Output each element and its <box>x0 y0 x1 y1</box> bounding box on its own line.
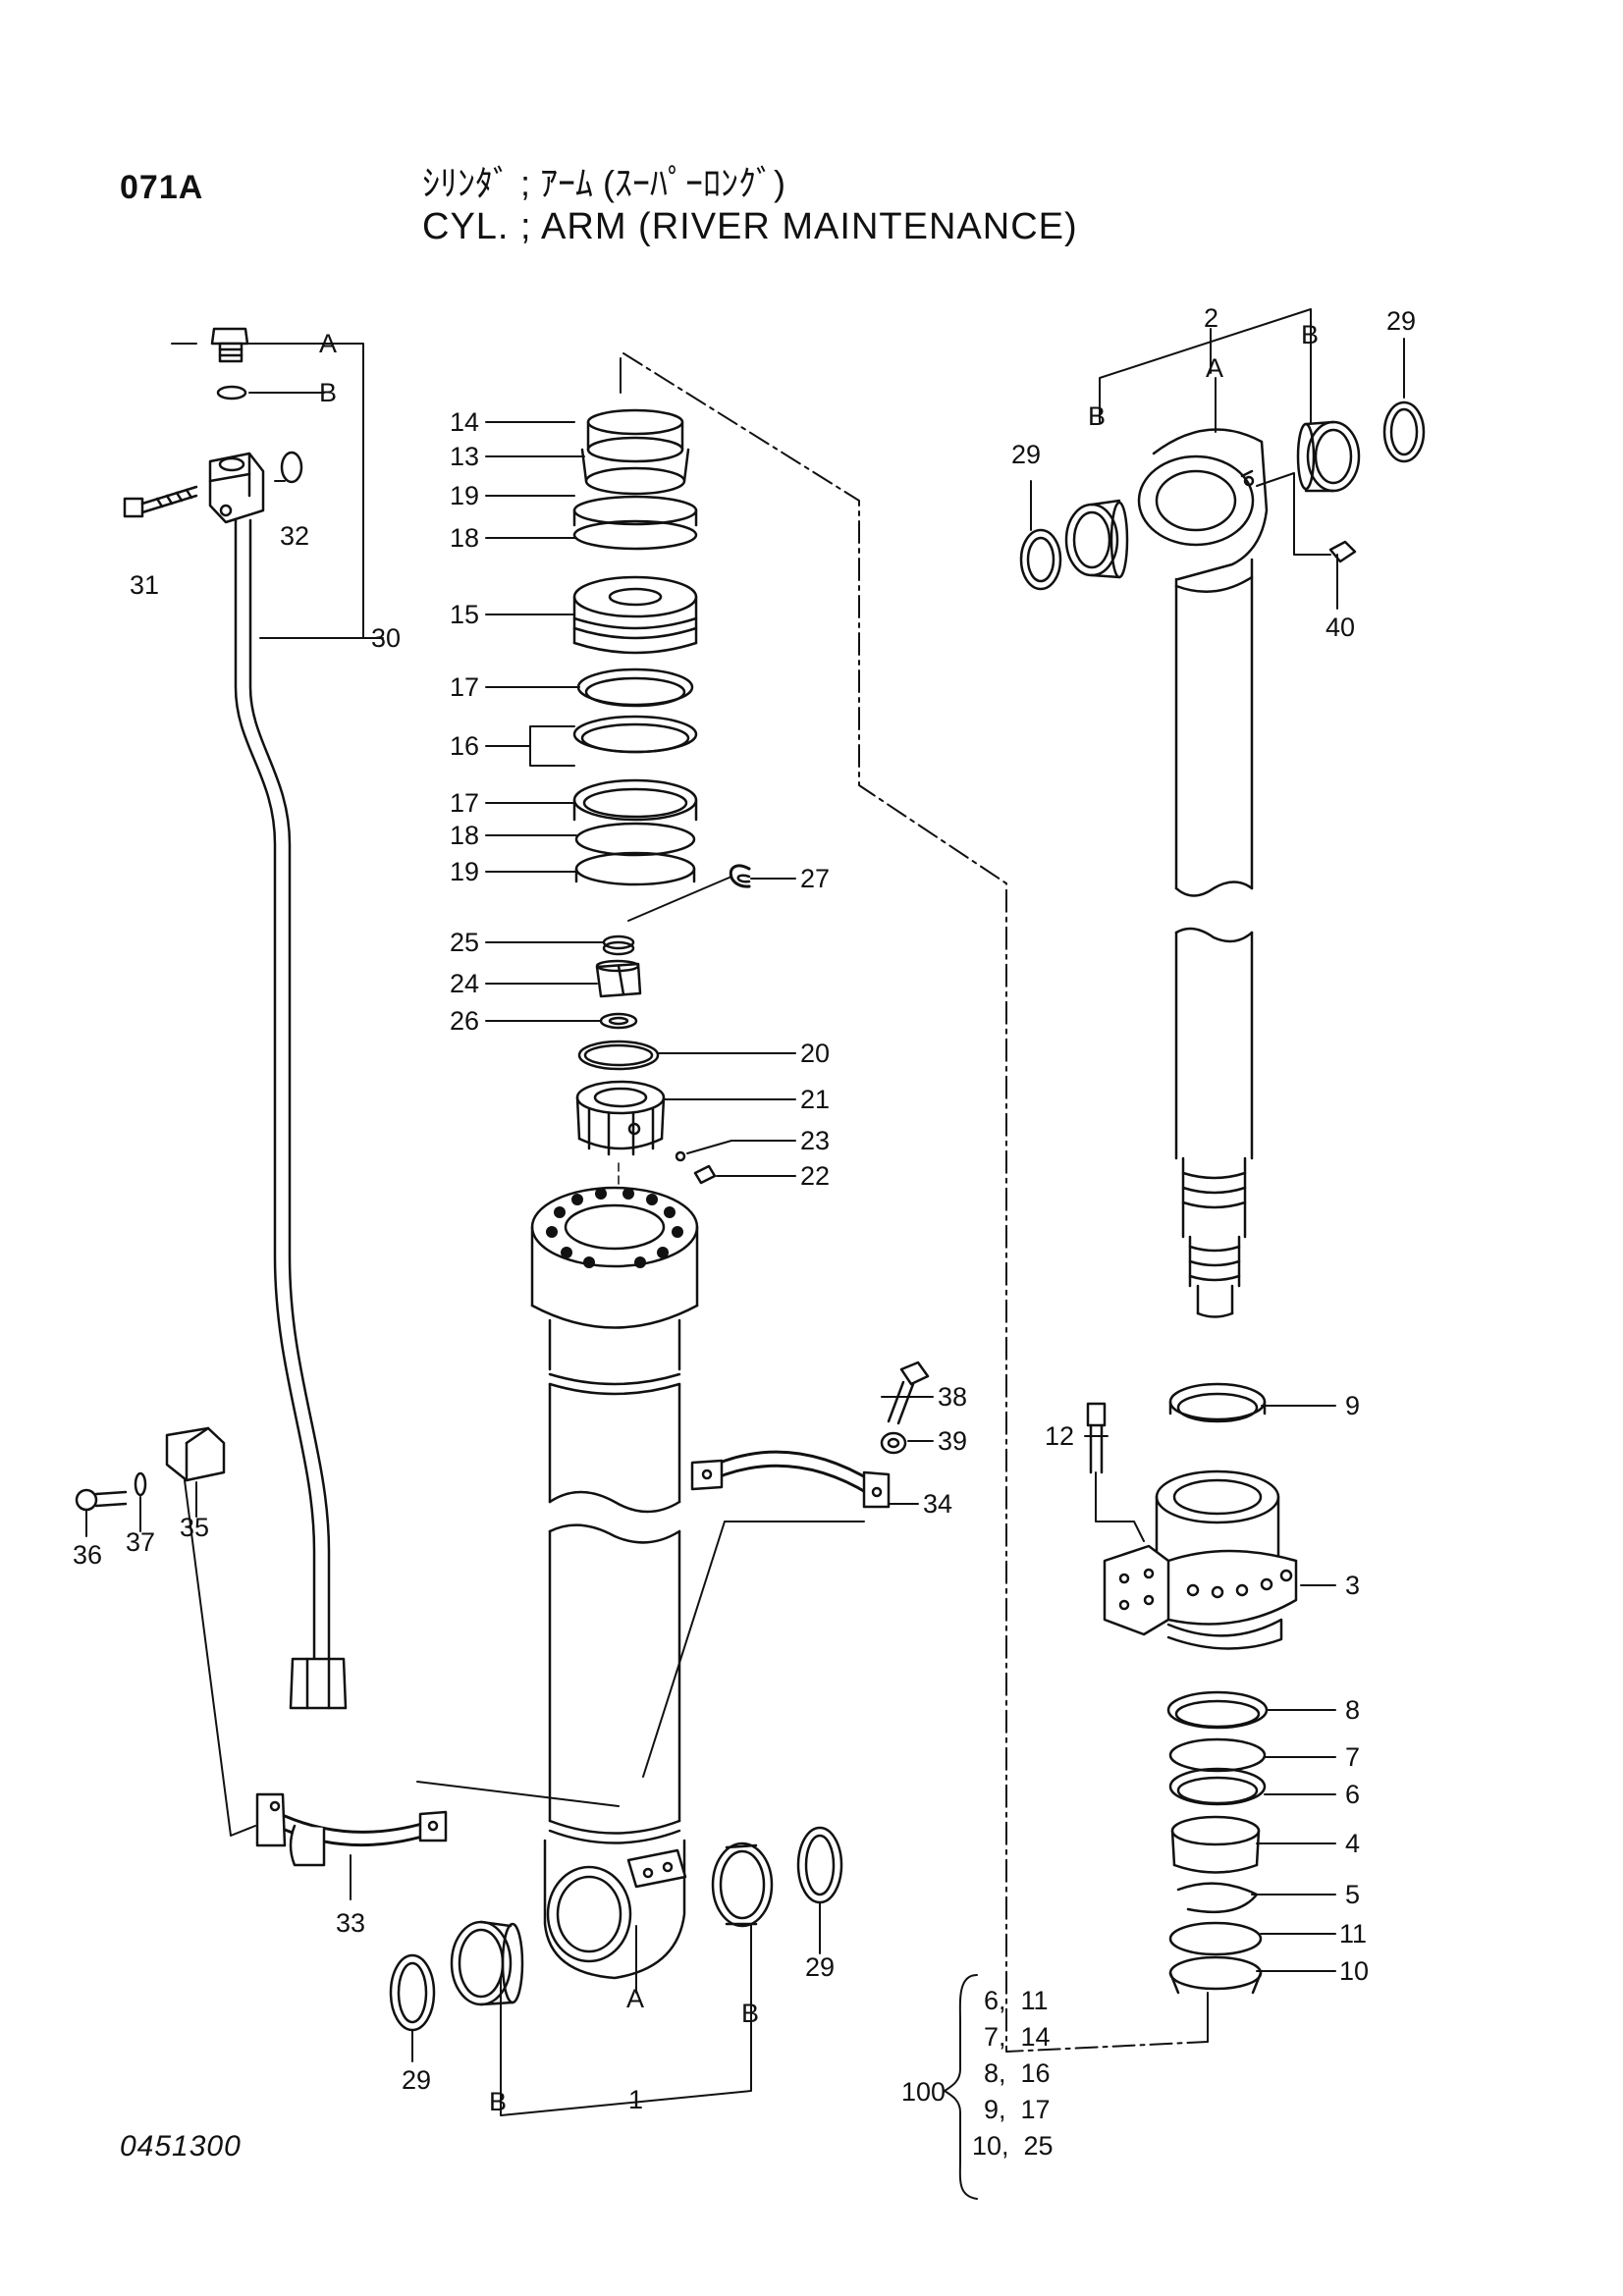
clamp-fasteners-left <box>75 1426 256 1837</box>
seal-kit-100: 100 6, 11 7, 14 8, 16 9, 17 10, 25 <box>901 1974 1054 2200</box>
bolt-31 <box>123 485 198 518</box>
callout-29-tl: 29 <box>1011 440 1041 469</box>
o-ring-small <box>216 385 247 400</box>
callout-7: 7 <box>1345 1742 1360 1772</box>
callout-19: 19 <box>450 481 479 510</box>
cylinder-tube <box>530 1186 699 1980</box>
callout-33: 33 <box>336 1908 365 1938</box>
callout-B-br: B <box>741 1999 759 2028</box>
callout-2: 2 <box>1204 303 1218 333</box>
assembly-phantom-line <box>622 352 1209 2053</box>
callout-35: 35 <box>180 1513 209 1542</box>
callout-4: 4 <box>1345 1829 1360 1858</box>
callout-5: 5 <box>1345 1880 1360 1909</box>
band-clamp-lower <box>255 1792 448 1867</box>
callout-29-tr: 29 <box>1386 306 1416 336</box>
callout-labels: 14 13 19 18 15 17 16 17 18 19 27 25 24 2… <box>73 303 1416 2116</box>
callout-15: 15 <box>450 600 479 629</box>
callout-31: 31 <box>130 570 159 600</box>
callout-38: 38 <box>938 1382 967 1412</box>
pipe-assembly <box>123 327 384 1710</box>
pipe-nut-end <box>289 1657 348 1710</box>
callout-18: 18 <box>450 523 479 553</box>
callout-8: 8 <box>1345 1695 1360 1725</box>
callout-A-bottom: A <box>626 1984 644 2013</box>
callout-10: 10 <box>1339 1956 1369 1986</box>
callout-9: 9 <box>1345 1391 1360 1420</box>
callout-26: 26 <box>450 1006 479 1036</box>
callout-13: 13 <box>450 442 479 471</box>
seal-kit-number: 100 <box>901 2077 946 2107</box>
callout-24: 24 <box>450 969 479 998</box>
callout-17: 17 <box>450 672 479 702</box>
piston-nut <box>575 1080 666 1156</box>
callout-6: 6 <box>1345 1780 1360 1809</box>
band-clamp-upper <box>690 1450 891 1509</box>
callout-20: 20 <box>800 1039 830 1068</box>
callout-19b: 19 <box>450 857 479 886</box>
callout-27: 27 <box>800 864 830 893</box>
pipe-block-fitting <box>208 452 265 524</box>
callout-21: 21 <box>800 1085 830 1114</box>
seal-kit-row-4: 9, 17 <box>984 2095 1051 2124</box>
pin-bushings-left <box>389 1826 843 2032</box>
drawing-number: 0451300 <box>120 2130 242 2163</box>
callout-32: 32 <box>280 521 309 551</box>
callout-A-top: A <box>319 329 337 358</box>
pipe-tube-outer <box>234 518 316 1661</box>
callout-B-left-rod: B <box>1088 401 1106 431</box>
callout-36: 36 <box>73 1540 102 1570</box>
seal-kit-row-2: 7, 14 <box>984 2022 1051 2052</box>
callout-12: 12 <box>1045 1421 1074 1451</box>
cylinder-head-assembly <box>1086 1382 1298 1995</box>
piston-rod-assembly <box>1019 308 1426 1318</box>
callout-B-top: B <box>319 378 337 407</box>
callout-23: 23 <box>800 1126 830 1155</box>
pipe-tube-inner <box>248 518 331 1661</box>
o-ring-32 <box>280 451 303 484</box>
callout-B-bl: B <box>489 2087 507 2116</box>
callout-3: 3 <box>1345 1571 1360 1600</box>
callout-18b: 18 <box>450 821 479 850</box>
washer-39 <box>880 1431 907 1455</box>
title-english: CYL. ; ARM (RIVER MAINTENANCE) <box>422 206 1078 247</box>
callout-16: 16 <box>450 731 479 761</box>
callout-30: 30 <box>371 623 401 653</box>
callout-14: 14 <box>450 407 479 437</box>
callout-17b: 17 <box>450 788 479 818</box>
callout-29-bl: 29 <box>402 2065 431 2095</box>
title-japanese: ｼﾘﾝﾀﾞ ; ｱｰﾑ (ｽｰﾊﾟｰﾛﾝｸﾞ) <box>422 163 785 203</box>
callout-22: 22 <box>800 1161 830 1191</box>
callout-37: 37 <box>126 1527 155 1557</box>
set-screw-22 <box>693 1164 717 1185</box>
seal-kit-row-3: 8, 16 <box>984 2058 1051 2088</box>
callout-11: 11 <box>1339 1919 1367 1949</box>
bolt-38 <box>887 1361 930 1425</box>
seal-kit-row-5: 10, 25 <box>972 2131 1054 2161</box>
steel-ball-23 <box>675 1150 686 1162</box>
callout-39: 39 <box>938 1426 967 1456</box>
callout-29-br: 29 <box>805 1952 835 1982</box>
callout-34: 34 <box>923 1489 952 1519</box>
page-code: 071A <box>120 169 204 206</box>
leader-lines <box>85 338 1405 2116</box>
callout-1: 1 <box>628 2085 643 2114</box>
center-stack <box>255 408 930 2032</box>
callout-40: 40 <box>1325 613 1355 642</box>
plug-bolt <box>210 327 249 363</box>
callout-25: 25 <box>450 928 479 957</box>
seal-kit-row-1: 6, 11 <box>984 1986 1049 2015</box>
callout-B-right: B <box>1301 320 1319 349</box>
callout-A-right: A <box>1206 353 1223 383</box>
